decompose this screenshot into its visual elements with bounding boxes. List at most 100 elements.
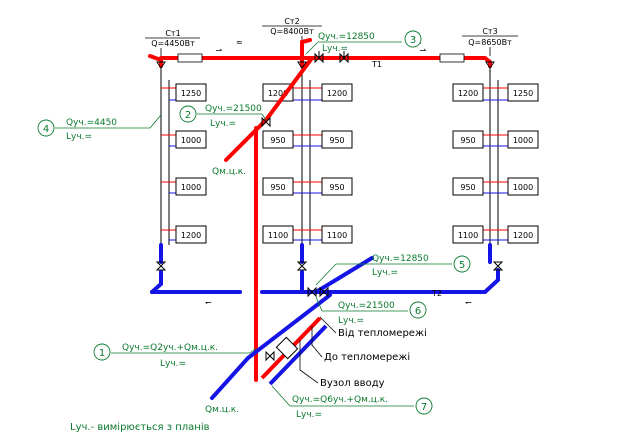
- radiator: 1000: [175, 177, 207, 196]
- section-q: Qуч.=21500: [338, 301, 395, 311]
- valve-icon: [307, 286, 317, 298]
- radiator-power: 950: [460, 183, 475, 192]
- riser-header-st1: Ст1 Q=4450Вт: [145, 29, 200, 56]
- section-callout-3: Qуч.=12850 Lуч.= 3: [305, 30, 422, 55]
- radiator-power: 1250: [181, 89, 201, 98]
- radiator: 1000: [507, 177, 539, 196]
- flow-arrow-icon: ↽: [465, 298, 472, 307]
- section-q: Qуч.=12850: [318, 32, 375, 42]
- radiator-power: 1200: [268, 89, 288, 98]
- section-l: Lуч.=: [338, 316, 364, 326]
- radiator: 1200: [321, 83, 353, 102]
- to-network-label: До тепломережі: [324, 351, 410, 363]
- radiator-power: 1000: [181, 136, 201, 145]
- radiator: 1100: [262, 225, 294, 244]
- radiator: 950: [452, 177, 484, 196]
- radiator-power: 950: [270, 183, 285, 192]
- section-callout-6: Qуч.=21500 Lуч.= 6: [315, 296, 427, 326]
- footnote: Lуч.- вимірюється з планів: [70, 421, 210, 433]
- squiggle-icon: ≈: [236, 38, 243, 47]
- section-l: Lуч.=: [322, 44, 348, 54]
- radiator-power: 1250: [513, 89, 533, 98]
- valve-icon: [297, 61, 307, 69]
- riser-header-st2: Ст2 Q=8400Вт: [262, 17, 322, 54]
- radiators-st1: 1250 1000 1000 1200: [175, 83, 207, 244]
- radiator-power: 1200: [327, 89, 347, 98]
- valve-icon: [261, 116, 271, 128]
- radiator: 1100: [321, 225, 353, 244]
- section-number: 1: [99, 348, 105, 359]
- riser-name: Ст2: [284, 17, 299, 26]
- radiators-st3-left: 1200 950 950 1100: [452, 83, 484, 244]
- section-callout-2: 2 Qуч.=21500 Lуч.=: [179, 104, 267, 129]
- section-number: 7: [421, 402, 427, 413]
- valve-icon: [485, 61, 495, 69]
- valve-icon: [155, 261, 167, 271]
- flow-arrow-icon: ⇀: [420, 46, 427, 55]
- main-circulation-label: Qм.ц.к.: [212, 167, 246, 177]
- flow-arrow-icon: ⇀: [216, 46, 223, 55]
- inlet-node-label: Вузол вводу: [320, 378, 385, 389]
- valve-icon: [492, 261, 504, 271]
- radiator-power: 1200: [458, 89, 478, 98]
- radiator-power: 950: [329, 183, 344, 192]
- section-callout-1: 1 Qуч.=Q2уч.+Qм.ц.к. Lуч.=: [93, 343, 257, 369]
- from-network-label: Від тепломережі: [338, 327, 427, 339]
- riser-name: Ст3: [482, 27, 497, 36]
- radiator: 1100: [452, 225, 484, 244]
- section-callout-5: Qуч.=12850 Lуч.= 5: [315, 254, 471, 286]
- radiator: 1250: [175, 83, 207, 102]
- radiator-power: 950: [329, 136, 344, 145]
- radiator: 1250: [507, 83, 539, 102]
- section-l: Lуч.=: [66, 132, 92, 142]
- valve-icon: [156, 61, 166, 69]
- riser-name: Ст1: [165, 29, 180, 38]
- section-number: 2: [185, 110, 191, 121]
- section-number: 6: [415, 306, 421, 317]
- section-l: Lуч.=: [160, 359, 186, 369]
- inlet-node: [260, 316, 328, 386]
- valve-icon: [339, 51, 349, 64]
- section-q: Qуч.=12850: [372, 254, 429, 264]
- radiator: 1200: [452, 83, 484, 102]
- supply-valves: [156, 51, 495, 128]
- radiators-st3-right: 1250 1000 1000 1200: [507, 83, 539, 244]
- section-l: Lуч.=: [296, 410, 322, 420]
- radiator: 950: [321, 177, 353, 196]
- riser-header-st3: Ст3 Q=8650Вт: [462, 27, 518, 56]
- section-callout-4: 4 Qуч.=4450 Lуч.=: [37, 114, 162, 142]
- radiator-connections: [161, 87, 508, 241]
- main-circulation-label: Qм.ц.к.: [205, 405, 239, 415]
- radiators-st2-right: 1200 950 950 1100: [321, 83, 353, 244]
- radiator: 950: [262, 177, 294, 196]
- section-l: Lуч.=: [372, 268, 398, 278]
- radiator-power: 1000: [513, 136, 533, 145]
- radiator-power: 1200: [513, 231, 533, 240]
- supply-pipe-label: T1: [371, 60, 382, 69]
- riser-load: Q=8400Вт: [270, 27, 314, 36]
- radiator-power: 1000: [513, 183, 533, 192]
- return-valves: [155, 261, 504, 362]
- radiator-power: 1100: [327, 231, 347, 240]
- section-number: 3: [410, 35, 416, 46]
- radiator-power: 1100: [268, 231, 288, 240]
- radiator-power: 1200: [181, 231, 201, 240]
- radiator-power: 1000: [181, 183, 201, 192]
- return-markers: ↽ ↽: [205, 298, 472, 307]
- radiator: 950: [262, 130, 294, 149]
- section-q: Qуч.=21500: [205, 104, 262, 114]
- section-number: 5: [459, 260, 465, 271]
- valve-icon: [265, 350, 275, 362]
- radiator-power: 1100: [458, 231, 478, 240]
- radiator: 1200: [175, 225, 207, 244]
- section-callout-7: Qуч.=Q6уч.+Qм.ц.к. Lуч.= 7: [271, 385, 433, 420]
- valve-icon: [314, 51, 324, 64]
- section-number: 4: [43, 124, 49, 135]
- riser-lines: [160, 60, 499, 262]
- radiator: 1000: [507, 130, 539, 149]
- radiator: 1200: [507, 225, 539, 244]
- radiator-power: 950: [460, 136, 475, 145]
- radiator: 950: [321, 130, 353, 149]
- radiator: 1000: [175, 130, 207, 149]
